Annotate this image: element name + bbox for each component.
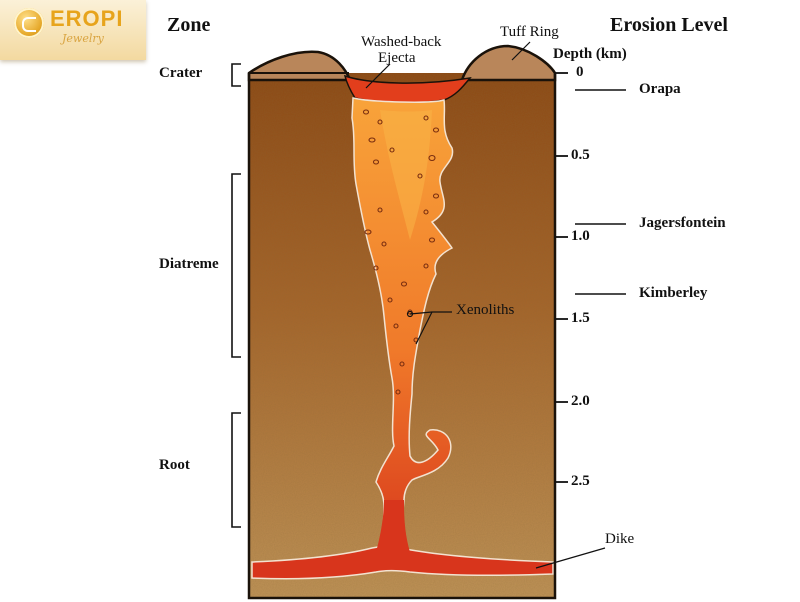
zone-diatreme: Diatreme [159, 256, 219, 272]
zone-crater: Crater [159, 65, 203, 81]
zone-root: Root [159, 457, 190, 473]
depth-tick-label: 0 [576, 64, 584, 80]
site-kimberley: Kimberley [639, 285, 708, 301]
rock-outline [247, 73, 557, 600]
depth-tick-label: 1.5 [571, 310, 590, 326]
depth-tick-label: 1.0 [571, 228, 590, 244]
dike-label: Dike [605, 531, 635, 547]
depth-tick-label: 2.0 [571, 393, 590, 409]
diatreme-pipe [351, 97, 454, 555]
depth-ticks [555, 72, 568, 483]
diatreme-bracket [231, 173, 241, 358]
tuff-ring-left [247, 50, 352, 82]
tuff-ring-right [460, 44, 557, 82]
xenolith-clasts [362, 109, 440, 395]
logo-subtitle: Jewelry [62, 32, 104, 45]
zone-header: Zone [167, 14, 211, 36]
root-bracket [231, 412, 241, 528]
site-orapa: Orapa [639, 81, 681, 97]
erosion-lines [575, 89, 626, 295]
dike [251, 545, 554, 580]
washed-back-label: Washed-back [361, 34, 442, 50]
depth-tick-label: 2.5 [571, 473, 590, 489]
tuff-ring-label: Tuff Ring [500, 24, 559, 40]
depth-tick-label: 0.5 [571, 147, 590, 163]
site-jagersfontein: Jagersfontein [639, 215, 726, 231]
dike-feeder [376, 500, 410, 552]
depth-unit-label: Depth (km) [553, 46, 627, 62]
crater-bracket [231, 63, 241, 87]
pipe-core-glow [380, 110, 432, 240]
brand-logo: EROPI Jewelry [0, 0, 146, 60]
logo-mark-icon [14, 8, 44, 38]
leader-lines [365, 41, 606, 569]
ejecta-label: Ejecta [378, 50, 416, 66]
erosion-level-header: Erosion Level [610, 14, 728, 36]
logo-name: EROPI [50, 6, 124, 31]
xenoliths-label: Xenoliths [456, 302, 515, 318]
